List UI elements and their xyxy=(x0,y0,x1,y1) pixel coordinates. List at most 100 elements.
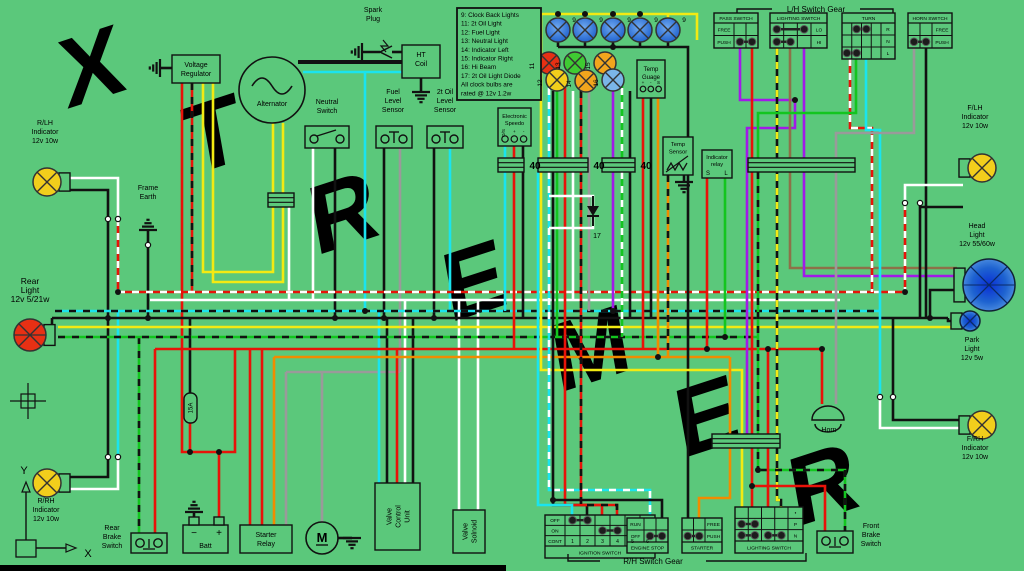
wire-white xyxy=(70,457,120,491)
junction-dot xyxy=(187,449,193,455)
valve-control-unit-label-line: Control xyxy=(396,505,403,528)
temp-gauge-terminal xyxy=(655,85,662,93)
htcoil-earth-icon xyxy=(412,90,430,104)
frh-indicator-label: Indicator xyxy=(962,445,990,452)
oil-level-sensor-terminal xyxy=(431,134,441,144)
wire-yellow xyxy=(201,83,275,274)
battery-pos-terminal xyxy=(213,516,225,526)
starter-relay-label: Starter xyxy=(255,532,277,539)
wire-cyan xyxy=(536,172,574,515)
fuse-rating-label: 40 xyxy=(593,161,605,172)
lh-switch-gear-label: L/H Switch Gear xyxy=(787,5,846,14)
contact-ball xyxy=(852,48,861,58)
junction-dot xyxy=(115,289,121,295)
temp-gauge-terminal-label: - xyxy=(650,80,652,85)
front-brake-switch-terminal xyxy=(821,536,831,546)
alternator-label: Alternator xyxy=(257,101,288,108)
wire-black xyxy=(558,45,690,518)
horn-label: Horn xyxy=(821,427,836,434)
wire-red xyxy=(752,484,827,533)
bulb-cross xyxy=(659,21,677,39)
frh-indicator-label: 12v 10w xyxy=(962,454,989,461)
junction-dot xyxy=(655,354,661,360)
starter-relay xyxy=(239,524,293,554)
temp-gauge-terminal xyxy=(639,85,647,93)
junction-dot xyxy=(362,308,368,314)
connector-block-40c xyxy=(601,157,636,173)
temp-sensor-label: Sensor xyxy=(669,150,687,156)
temp-gauge-terminal-label: + xyxy=(642,80,645,85)
battery-neg-label: − xyxy=(191,528,197,539)
electronic-speedo-terminal-label: - xyxy=(523,129,525,134)
rh-bracket xyxy=(567,554,600,562)
oil-level-sensor-label: 2t Oil xyxy=(437,89,454,96)
park-light-label: Light xyxy=(964,346,979,353)
legend-line: All clock bulbs are xyxy=(461,82,513,89)
bulb-cross xyxy=(604,21,622,39)
valve-control-unit xyxy=(374,482,421,551)
valve-control-unit-label-line: Unit xyxy=(405,510,412,523)
connector-ring xyxy=(144,241,152,249)
contact-ball xyxy=(772,24,782,34)
connector-ring xyxy=(876,393,884,401)
sine-icon xyxy=(251,77,293,95)
voltage-regulator-label: Voltage xyxy=(184,62,207,69)
connector-ring xyxy=(104,215,112,223)
turn-switch-title: TURN xyxy=(862,16,876,22)
head-light-label: Light xyxy=(969,232,984,239)
ht-coil-label: HT xyxy=(416,52,426,59)
wire-green xyxy=(756,59,858,172)
starter-motor-label: M xyxy=(317,530,328,545)
oil-level-sensor-label: Sensor xyxy=(434,107,457,114)
bulb-cross xyxy=(576,21,594,39)
legend-line: 11: 2t Oil Light xyxy=(461,21,502,28)
rear-light-label: 12v 5/21w xyxy=(11,294,51,304)
park-light-label: 12v 5w xyxy=(961,355,984,362)
starter-relay-label: Relay xyxy=(257,541,275,548)
electronic-speedo-terminal xyxy=(510,135,519,143)
indicator-right-bulb-number: 15 xyxy=(585,62,592,70)
engine-stop-switch-row-label: RUN xyxy=(630,522,641,528)
horn-switch-row-label: FREE xyxy=(936,27,949,33)
turn-switch-row-label: L xyxy=(887,51,890,57)
lighting-switch-rh-row-label: P xyxy=(794,522,797,528)
lighting-switch-rh-row-label: • xyxy=(795,512,797,517)
starter-motor xyxy=(305,521,339,555)
rh-bracket xyxy=(706,553,807,562)
indicator-relay-label: Indicator xyxy=(706,155,728,161)
flh-indicator-label: F/LH xyxy=(967,105,982,112)
bulb-cross xyxy=(566,54,584,72)
lamp-cross xyxy=(962,313,978,329)
head-light-label: 12v 55/60w xyxy=(959,241,996,248)
junction-dot xyxy=(792,97,798,103)
bulb-cross xyxy=(540,54,558,72)
lh-bracket xyxy=(860,8,894,13)
lighting-switch-lh-title: LIGHTING SWITCH xyxy=(777,16,821,22)
valve-control-unit-label-line: Valve xyxy=(387,508,394,525)
contact-ball xyxy=(613,526,622,535)
bulb-cross xyxy=(971,157,993,179)
motor-earth-icon xyxy=(343,536,361,550)
rear-brake-switch-terminal xyxy=(135,538,145,548)
indicator-relay-l-label: L xyxy=(724,171,728,177)
contact-ball xyxy=(799,24,809,34)
electronic-speedo-terminal xyxy=(519,135,528,143)
ignition-switch-title: IGNITION SWITCH xyxy=(579,551,622,557)
oil-light-diode xyxy=(587,206,599,216)
spark-plug-label: Plug xyxy=(366,16,380,23)
junction-dot xyxy=(550,497,556,503)
wire-orange xyxy=(697,357,732,518)
front-brake-switch-label: Switch xyxy=(861,541,882,548)
connector-block-right xyxy=(747,157,856,173)
connector-ring xyxy=(916,199,924,207)
wire-dash xyxy=(848,59,874,292)
watermark-letter: X xyxy=(52,4,132,130)
thermistor-arrow xyxy=(665,155,689,173)
fuel-level-sensor-label: Fuel xyxy=(386,89,400,96)
junction-dot xyxy=(749,483,755,489)
wire-yellow xyxy=(211,83,285,284)
junction-dot xyxy=(610,308,616,314)
contact-ball xyxy=(750,519,760,529)
wire-black xyxy=(918,205,963,318)
